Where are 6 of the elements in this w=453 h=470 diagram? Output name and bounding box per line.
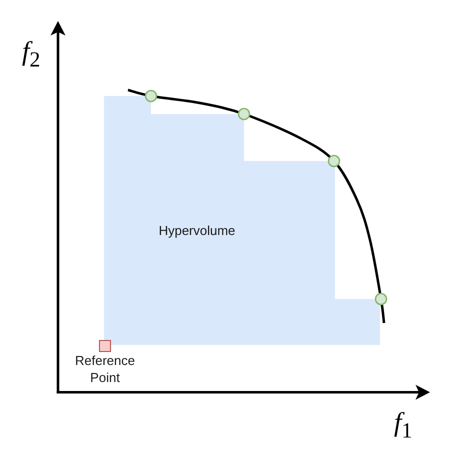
point-label: Reference Point [74, 352, 136, 386]
hypervolume-region [104, 96, 380, 345]
axis-label: f$_{1}$ [394, 407, 412, 437]
reference-point-marker [99, 340, 111, 352]
axis-label: f$_{2}$ [22, 36, 40, 66]
region-label: Hypervolume [158, 223, 236, 239]
